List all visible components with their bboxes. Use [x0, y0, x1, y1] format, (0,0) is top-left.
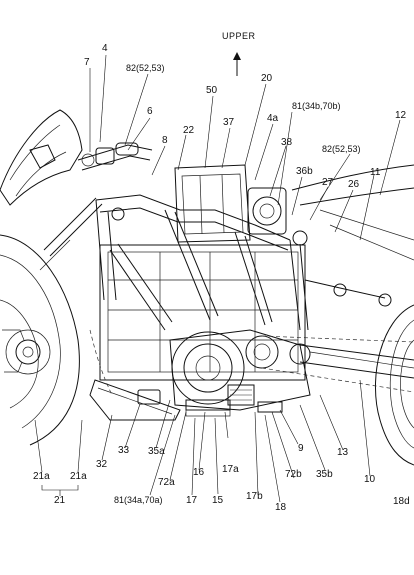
label-81-bottom: 81(34a,70a) [114, 495, 163, 505]
label-82-top: 82(52,53) [126, 63, 165, 73]
label-27: 27 [322, 177, 334, 188]
belly-pan [89, 379, 181, 421]
label-21a-left: 21a [33, 471, 50, 482]
label-13: 13 [337, 447, 349, 458]
front-fork [39, 197, 103, 271]
handlebar [77, 142, 153, 171]
label-38: 38 [281, 137, 293, 148]
front-fairing [0, 109, 83, 206]
label-9: 9 [298, 443, 304, 454]
label-4a: 4a [267, 113, 279, 124]
seat-tail [291, 164, 414, 307]
label-21a-right: 21a [70, 471, 87, 482]
frame [95, 194, 309, 331]
control-unit [174, 164, 287, 243]
front-wheel [0, 234, 80, 446]
label-20: 20 [261, 73, 273, 84]
label-17: 17 [186, 495, 198, 506]
label-21: 21 [54, 495, 66, 506]
label-6: 6 [147, 106, 153, 117]
label-33: 33 [118, 445, 130, 456]
label-18: 18 [275, 502, 287, 513]
direction-label: UPPER [222, 31, 256, 41]
label-17b: 17b [246, 491, 263, 502]
label-37: 37 [223, 117, 235, 128]
label-22: 22 [183, 125, 195, 136]
label-35a: 35a [148, 446, 165, 457]
label-7: 7 [84, 57, 90, 68]
rear-wheel [374, 304, 414, 466]
label-18d: 18d [393, 496, 410, 507]
label-15: 15 [212, 495, 224, 506]
label-32: 32 [96, 459, 108, 470]
label-4: 4 [102, 43, 108, 54]
label-11: 11 [370, 167, 381, 178]
battery-case [99, 244, 306, 381]
label-10: 10 [364, 474, 376, 485]
label-50: 50 [206, 85, 218, 96]
label-36b: 36b [296, 166, 313, 177]
drive-chain [89, 329, 414, 396]
label-17a: 17a [222, 464, 239, 475]
label-12: 12 [395, 110, 407, 121]
label-72a: 72a [158, 477, 175, 488]
label-16: 16 [193, 467, 205, 478]
label-8: 8 [162, 135, 168, 146]
label-82-right: 82(52,53) [322, 144, 361, 154]
label-26: 26 [348, 179, 360, 190]
swing-arm [289, 343, 414, 379]
label-72b: 72b [285, 469, 302, 480]
leader-lines [34, 54, 401, 503]
upper-arrow-icon [233, 52, 241, 76]
motor-unit [169, 329, 311, 417]
label-81-top: 81(34b,70b) [292, 101, 341, 111]
label-35b: 35b [316, 469, 333, 480]
